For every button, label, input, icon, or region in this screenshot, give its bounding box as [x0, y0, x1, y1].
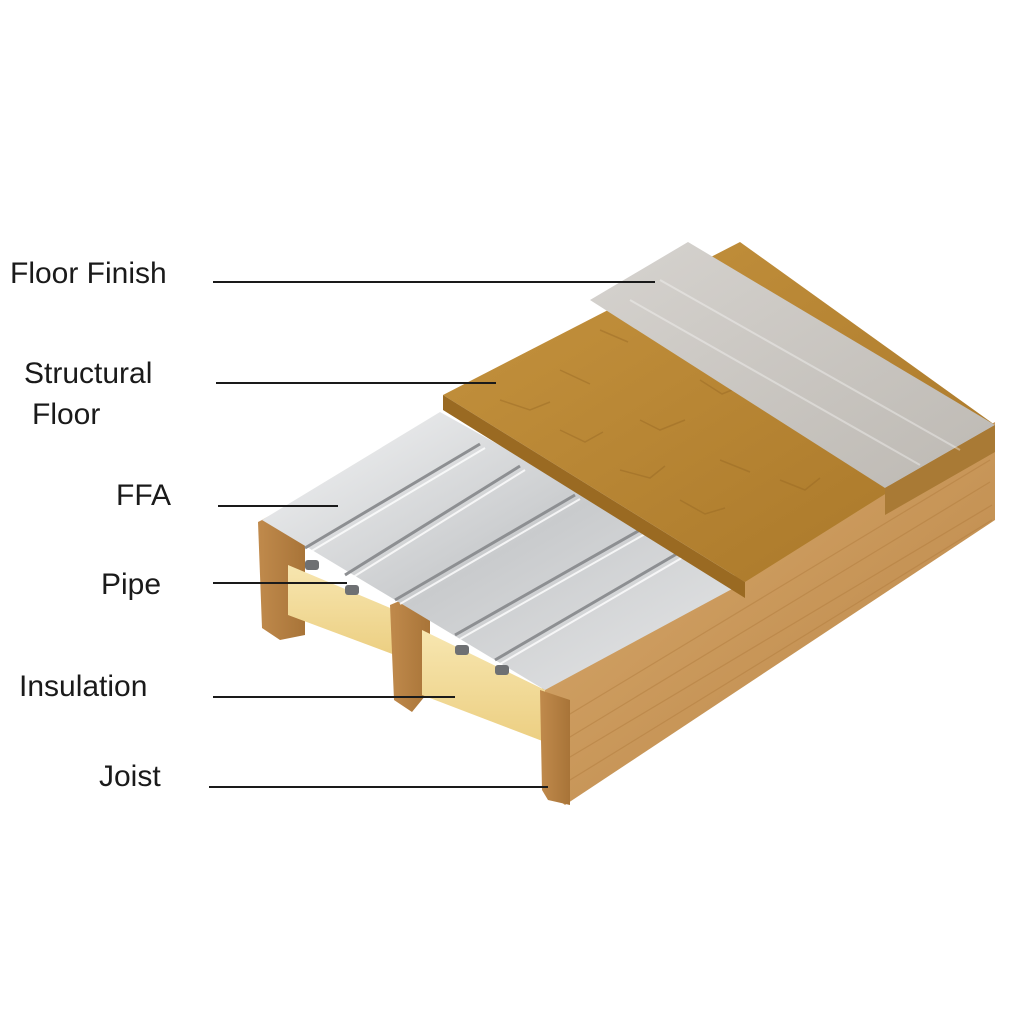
- label-insulation: Insulation: [19, 670, 148, 703]
- joist-front: [540, 690, 570, 805]
- pipe-ends: [305, 560, 509, 675]
- insulation-front: [422, 630, 545, 742]
- floor-finish-plank: [590, 242, 995, 515]
- label-structural-floor-line2: Floor: [32, 397, 101, 431]
- label-structural-floor: Structural Floor: [24, 354, 152, 435]
- side-timber: [540, 422, 995, 805]
- leader-lines: [209, 281, 655, 788]
- ffa-foil-plate: [262, 412, 745, 690]
- label-joist: Joist: [99, 760, 161, 793]
- label-structural-floor-line1: Structural: [24, 357, 153, 390]
- label-pipe: Pipe: [101, 568, 162, 601]
- label-ffa: FFA: [116, 479, 172, 512]
- label-floor-finish: Floor Finish: [10, 257, 167, 290]
- insulation-back: [288, 565, 395, 655]
- joist-middle: [390, 588, 430, 712]
- structural-floor-board: [443, 242, 995, 598]
